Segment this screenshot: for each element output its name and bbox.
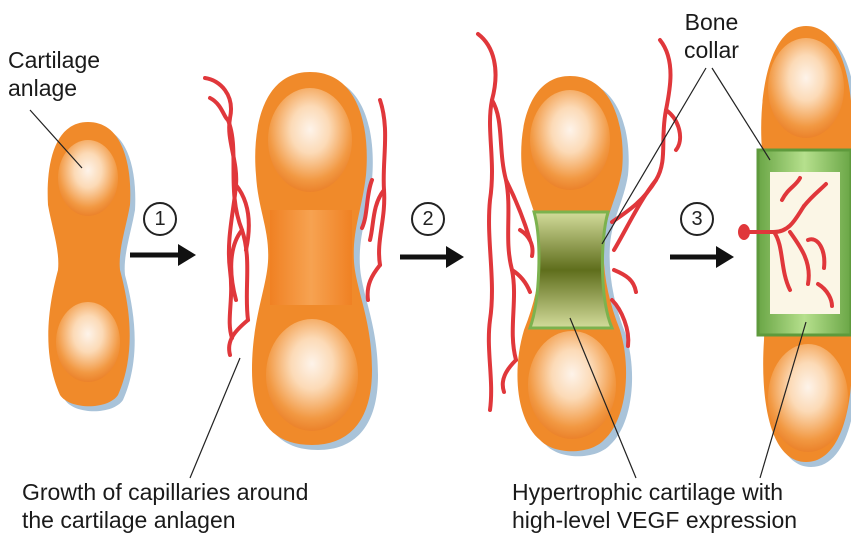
- stage3-bottom-highlight: [528, 331, 616, 439]
- stage4-top-highlight: [768, 38, 844, 138]
- stage1-bottom-highlight: [56, 302, 120, 382]
- capillaries-label: Growth of capillaries around the cartila…: [22, 478, 308, 534]
- stage1-cartilage-anlage: [30, 110, 135, 411]
- stage2-cartilage-with-capillaries: [190, 72, 385, 478]
- stage2-capillaries-left: [205, 78, 249, 355]
- stage2-waist: [270, 210, 352, 305]
- step-arrow-2: [400, 246, 464, 268]
- stage3-hypertrophic-cartilage: [478, 34, 680, 478]
- stage4-bone-collar-invasion: [738, 26, 851, 467]
- capillaries-line1: Growth of capillaries around: [22, 478, 308, 506]
- step-arrow-3: [670, 246, 734, 268]
- hypertrophic-line2: high-level VEGF expression: [512, 506, 797, 534]
- bone-collar-line2: collar: [684, 36, 739, 64]
- hypertrophic-line1: Hypertrophic cartilage with: [512, 478, 797, 506]
- stage2-bottom-highlight: [266, 319, 358, 431]
- cartilage-anlage-label: Cartilage anlage: [8, 46, 100, 102]
- stage2-top-highlight: [268, 88, 352, 192]
- hypertrophic-label: Hypertrophic cartilage with high-level V…: [512, 478, 797, 534]
- cartilage-anlage-line2: anlage: [8, 74, 100, 102]
- stage4-bottom-highlight: [768, 344, 848, 452]
- vessel-entry: [738, 224, 750, 240]
- capillaries-line2: the cartilage anlagen: [22, 506, 308, 534]
- stage3-top-highlight: [530, 90, 610, 190]
- step-arrow-1: [130, 244, 196, 266]
- cartilage-anlage-line1: Cartilage: [8, 46, 100, 74]
- stage3-hypertrophic-zone: [530, 212, 612, 328]
- bone-collar-label: Bone collar: [684, 8, 739, 64]
- step-number-2: 2: [411, 202, 445, 236]
- step-number-3: 3: [680, 202, 714, 236]
- bone-collar-leader-right: [712, 68, 770, 160]
- step-number-1: 1: [143, 202, 177, 236]
- bone-collar-line1: Bone: [684, 8, 739, 36]
- stage2-leader-line: [190, 358, 240, 478]
